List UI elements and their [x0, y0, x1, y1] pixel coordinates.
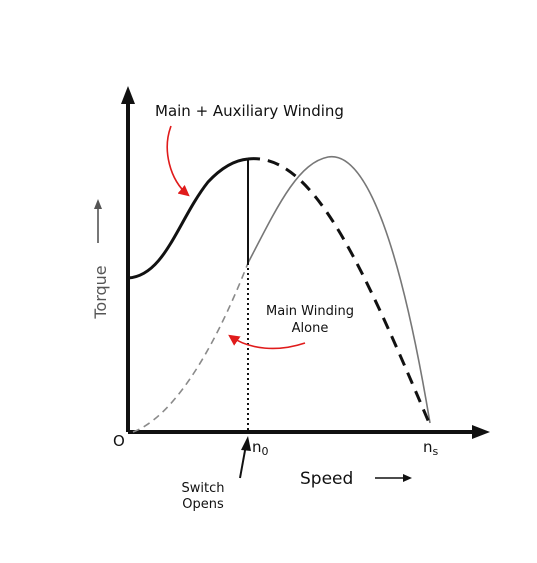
switch-opens-arrowhead: [241, 436, 251, 451]
label-main-aux-winding: Main + Auxiliary Winding: [155, 102, 344, 120]
torque-arrowhead: [94, 199, 102, 209]
main-aux-winding-curve: [127, 157, 249, 280]
label-n0-sub: 0: [262, 445, 269, 458]
label-origin: O: [113, 432, 125, 450]
switch-opens-arrow-shaft: [239, 444, 247, 479]
label-ns: ns: [423, 438, 439, 458]
y-axis-arrowhead: [121, 86, 135, 104]
label-n0: n0: [252, 438, 269, 458]
main-winding-alone-curve: [247, 156, 431, 424]
label-torque: Torque: [91, 265, 110, 319]
x-axis-arrowhead: [472, 425, 490, 439]
label-speed: Speed: [300, 469, 353, 489]
label-main-alone-line1: Main Winding: [266, 304, 354, 319]
speed-arrowhead: [403, 474, 412, 482]
label-main-alone-line2: Alone: [292, 321, 329, 336]
main-alone-annotation-arrow: [228, 334, 306, 350]
label-ns-sub: s: [433, 445, 439, 458]
main-aux-annotation-arrow: [166, 125, 190, 197]
main-winding-alone-start-dashed: [132, 262, 249, 433]
label-switch-line2: Opens: [182, 497, 224, 512]
main-aux-continuation-dashed: [247, 157, 432, 426]
label-ns-base: n: [423, 438, 433, 456]
label-n0-base: n: [252, 438, 262, 456]
label-switch-line1: Switch: [182, 481, 225, 496]
